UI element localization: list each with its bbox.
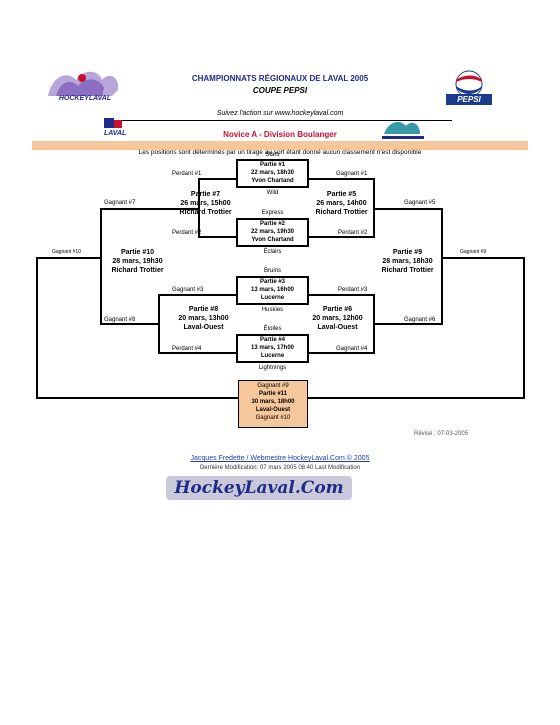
- label-gagnant-8: Gagnant #8: [104, 317, 136, 323]
- game-10-info: Partie #10 28 mars, 19h30 Richard Trotti…: [100, 248, 175, 275]
- pepsi-logo: PEPSI: [446, 70, 492, 106]
- page-title: CHAMPIONNATS RÉGIONAUX DE LAVAL 2005: [191, 74, 369, 83]
- game-11-top: Gagnant #9: [257, 383, 289, 389]
- game-8-title: Partie #8: [188, 306, 219, 313]
- team-stars: Stars: [265, 152, 280, 158]
- label-perdant-3: Perdant #3: [338, 287, 368, 293]
- hockeylaval-brand-banner[interactable]: HockeyLaval.Com: [166, 476, 352, 500]
- notice-text: Les positions sont déterminés par un tir…: [138, 149, 422, 156]
- game-10-title: Partie #10: [120, 249, 155, 256]
- game-4-date: 13 mars, 17h00: [250, 345, 295, 351]
- game-10-venue: Richard Trottier: [111, 267, 164, 274]
- game-2-title: Partie #2: [259, 221, 286, 227]
- team-lightnings: Lightnings: [258, 365, 287, 371]
- game-1-venue: Yvon Chartand: [251, 178, 294, 184]
- hockeylaval-logo: HOCKEYLAVAL: [42, 66, 124, 106]
- notice-band: Les positions sont déterminés par un tir…: [32, 141, 528, 156]
- final-game-box: [238, 380, 308, 428]
- game-8-date: 20 mars, 13h00: [178, 315, 229, 322]
- team-wild: Wild: [266, 190, 279, 196]
- game-6-date: 20 mars, 12h00: [312, 315, 363, 322]
- game-2-info: Partie #2 22 mars, 19h30 Yvon Chartand: [236, 220, 309, 244]
- game-4-venue: Lucerne: [260, 353, 285, 359]
- game-6-title: Partie #6: [322, 306, 353, 313]
- game-2-date: 22 mars, 19h30: [250, 229, 295, 235]
- label-perdant-4: Perdant #4: [172, 346, 202, 352]
- game-3-venue: Lucerne: [260, 295, 285, 301]
- team-express: Express: [261, 210, 284, 216]
- laval-city-logo-text: LAVAL: [104, 130, 127, 137]
- game-4-title: Partie #4: [259, 337, 286, 343]
- page-subtitle: COUPE PEPSI: [252, 86, 308, 95]
- game-3-info: Partie #3 13 mars, 16h00 Lucerne: [236, 278, 309, 302]
- label-gagnant-5: Gagnant #5: [404, 200, 436, 206]
- game-11-venue: Laval-Ouest: [255, 407, 291, 413]
- game-7-title: Partie #7: [190, 191, 221, 198]
- game-7-info: Partie #7 26 mars, 15h00 Richard Trottie…: [168, 190, 243, 217]
- game-1-date: 22 mars, 18h30: [250, 170, 295, 176]
- credit-link[interactable]: Jacques Fredette / Webmestre HockeyLaval…: [190, 455, 370, 462]
- game-8-info: Partie #8 20 mars, 13h00 Laval-Ouest: [166, 305, 241, 332]
- label-gagnant-1: Gagnant #1: [336, 171, 368, 177]
- label-gagnant-4: Gagnant #4: [336, 346, 368, 352]
- label-perdant-2-left: Perdant #2: [172, 230, 202, 236]
- game-9-date: 28 mars, 18h30: [382, 258, 433, 265]
- game-1-info: Partie #1 22 mars, 18h30 Yvon Chartand: [236, 161, 309, 185]
- label-perdant-1: Perdant #1: [172, 171, 202, 177]
- game-9-title: Partie #9: [392, 249, 423, 256]
- game-4-box: [236, 334, 309, 363]
- game-2-venue: Yvon Chartand: [251, 237, 294, 243]
- game-6-venue: Laval-Ouest: [317, 324, 358, 331]
- pepsi-logo-text: PEPSI: [446, 94, 492, 105]
- game-11-title: Partie #11: [258, 391, 288, 397]
- game-7-venue: Richard Trottier: [179, 209, 232, 216]
- game-5-venue: Richard Trottier: [315, 209, 368, 216]
- game-8-venue: Laval-Ouest: [183, 324, 224, 331]
- game-5-title: Partie #5: [326, 191, 357, 198]
- game-11-date: 30 mars, 18h00: [251, 399, 295, 405]
- revised-date: Révisé : 07-03-2005: [414, 431, 469, 437]
- game-11-bottom: Gagnant #10: [255, 415, 291, 421]
- game-1-title: Partie #1: [259, 162, 286, 168]
- label-gagnant-9: Gagnant #9: [460, 249, 487, 255]
- game-1-box: [236, 159, 309, 188]
- division-title: Novice A - Division Boulanger: [223, 130, 337, 139]
- follow-underline: [108, 120, 452, 121]
- hockeylaval-logo-text: HOCKEYLAVAL: [58, 95, 112, 102]
- team-bruins: Bruins: [263, 268, 281, 274]
- team-etoiles: Étoiles: [263, 326, 282, 332]
- game-11-info: Gagnant #9 Partie #11 30 mars, 18h00 Lav…: [238, 382, 308, 422]
- game-9-venue: Richard Trottier: [381, 267, 434, 274]
- game-2-box: [236, 218, 309, 247]
- label-gagnant-6: Gagnant #6: [404, 317, 436, 323]
- team-huskies: Huskies: [261, 307, 284, 313]
- label-gagnant-10: Gagnant #10: [52, 249, 81, 255]
- follow-text: Suivez l'action sur www.hockeylaval.com: [216, 110, 344, 117]
- label-gagnant-3: Gagnant #3: [172, 287, 204, 293]
- game-5-info: Partie #5 26 mars, 14h00 Richard Trottie…: [304, 190, 379, 217]
- team-eclairs: Éclairs: [263, 249, 282, 255]
- game-3-date: 13 mars, 16h00: [250, 287, 295, 293]
- label-perdant-2-right: Perdant #2: [338, 230, 368, 236]
- brand-text: HockeyLaval.Com: [174, 478, 344, 498]
- game-9-info: Partie #9 28 mars, 18h30 Richard Trottie…: [370, 248, 445, 275]
- game-10-date: 28 mars, 19h30: [112, 258, 163, 265]
- game-3-box: [236, 276, 309, 305]
- game-6-info: Partie #6 20 mars, 12h00 Laval-Ouest: [300, 305, 375, 332]
- game-4-info: Partie #4 13 mars, 17h00 Lucerne: [236, 336, 309, 360]
- label-gagnant-7: Gagnant #7: [104, 200, 136, 206]
- laval-city-logo: LAVAL: [104, 118, 134, 140]
- game-7-date: 26 mars, 15h00: [180, 200, 231, 207]
- game-3-title: Partie #3: [259, 279, 286, 285]
- association-logo: [380, 116, 426, 142]
- game-5-date: 26 mars, 14h00: [316, 200, 367, 207]
- last-modified: Dernière Modification: 07 mars 2005 08:4…: [199, 465, 361, 471]
